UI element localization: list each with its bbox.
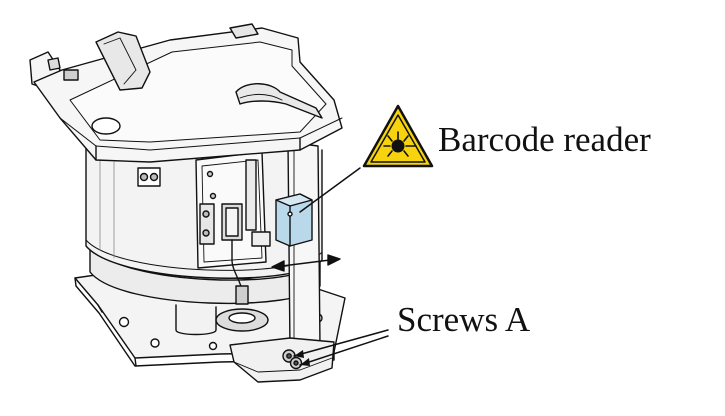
laser-warning-icon <box>362 104 434 168</box>
leader-lines <box>293 167 389 366</box>
screw-leader-line-1 <box>293 329 389 357</box>
screw-leader-line-2 <box>299 335 389 366</box>
barcode-reader-label: Barcode reader <box>438 120 651 159</box>
leader-arrowheads <box>294 350 310 366</box>
screws-a-label: Screws A <box>397 300 531 339</box>
mounting-arm <box>229 141 335 383</box>
center-panel <box>195 151 271 305</box>
barcode-reader-part <box>275 193 313 247</box>
screws-a-part <box>282 349 303 370</box>
top-cover <box>29 23 343 163</box>
base-housing <box>89 245 321 336</box>
barcode-leader-line <box>299 167 361 213</box>
adjustment-arrow <box>271 254 341 272</box>
